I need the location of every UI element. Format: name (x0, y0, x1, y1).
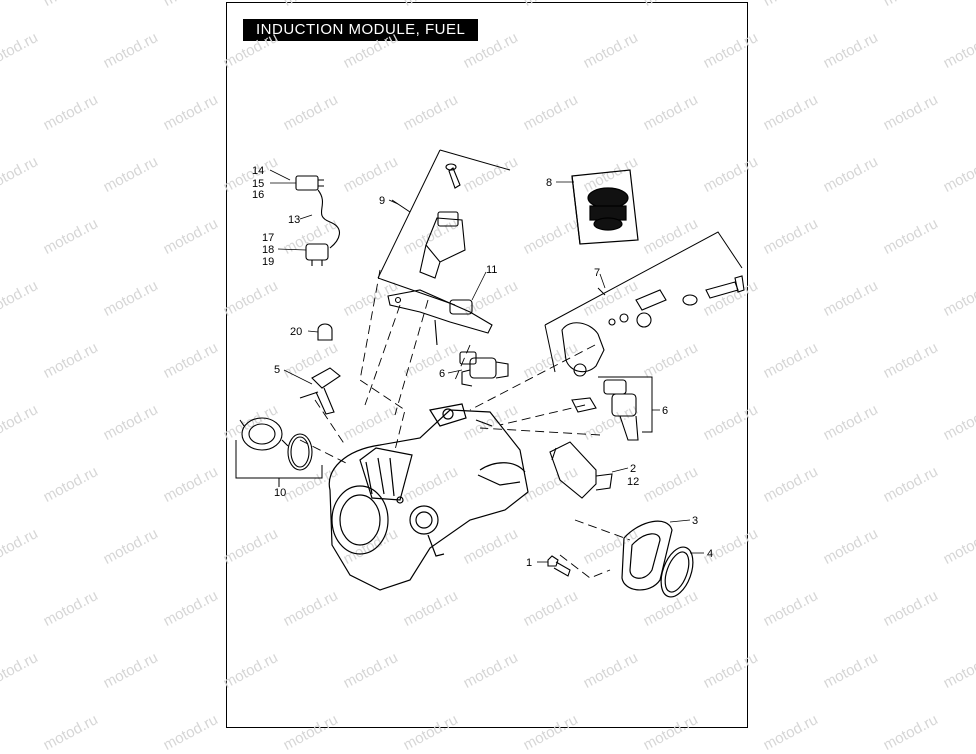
cap-part (317, 323, 333, 341)
callout-17: 17 (262, 232, 274, 244)
group-bracket-9 (377, 149, 511, 306)
callout-7: 7 (594, 267, 600, 279)
callout-8: 8 (546, 177, 552, 189)
parts-kit-box (571, 169, 639, 245)
iac-sensor-part (549, 441, 613, 499)
callout-20: 20 (290, 326, 302, 338)
pressure-sensor-part (419, 163, 466, 279)
injector-part-right (571, 379, 639, 441)
assembly-dashed-lines (299, 269, 631, 579)
callout-18: 18 (262, 244, 274, 256)
fuel-rail-part (387, 289, 493, 346)
oring-part (660, 546, 694, 598)
callout-11: 11 (486, 264, 497, 276)
callout-4: 4 (707, 548, 713, 560)
callout-6-right: 6 (662, 405, 668, 417)
callout-15: 15 (252, 178, 264, 190)
callout-1: 1 (526, 557, 532, 569)
callout-14: 14 (252, 165, 264, 177)
sensor-harness-part (295, 175, 340, 266)
callout-3: 3 (692, 515, 698, 527)
group-bracket-7 (544, 231, 743, 373)
diagram-title: INDUCTION MODULE, FUEL (243, 19, 479, 41)
group-bracket-10 (235, 440, 323, 487)
throttle-body-part (328, 403, 529, 591)
callout-9: 9 (379, 195, 385, 207)
injector-part-left (459, 351, 509, 387)
diagram-frame (226, 2, 748, 728)
callout-19: 19 (262, 256, 274, 268)
adapter-part (239, 417, 313, 471)
screw-part (547, 555, 571, 577)
callout-5: 5 (274, 364, 280, 376)
fuel-fitting-part (561, 275, 745, 377)
gasket-part (621, 520, 673, 591)
callout-labels: 14 15 16 13 17 18 19 20 5 10 9 11 6 8 7 … (252, 165, 713, 569)
callout-10: 10 (274, 487, 286, 499)
callout-16: 16 (252, 189, 264, 201)
callout-6-left: 6 (439, 368, 445, 380)
callout-12: 12 (627, 476, 639, 488)
group-bracket-6b (598, 376, 653, 433)
callout-13: 13 (288, 214, 300, 226)
temp-sensor-part (299, 367, 341, 415)
callout-2: 2 (630, 463, 636, 475)
callout-leaders (269, 169, 704, 563)
exploded-parts-diagram: 14 15 16 13 17 18 19 20 5 10 9 11 6 8 7 … (235, 149, 745, 598)
